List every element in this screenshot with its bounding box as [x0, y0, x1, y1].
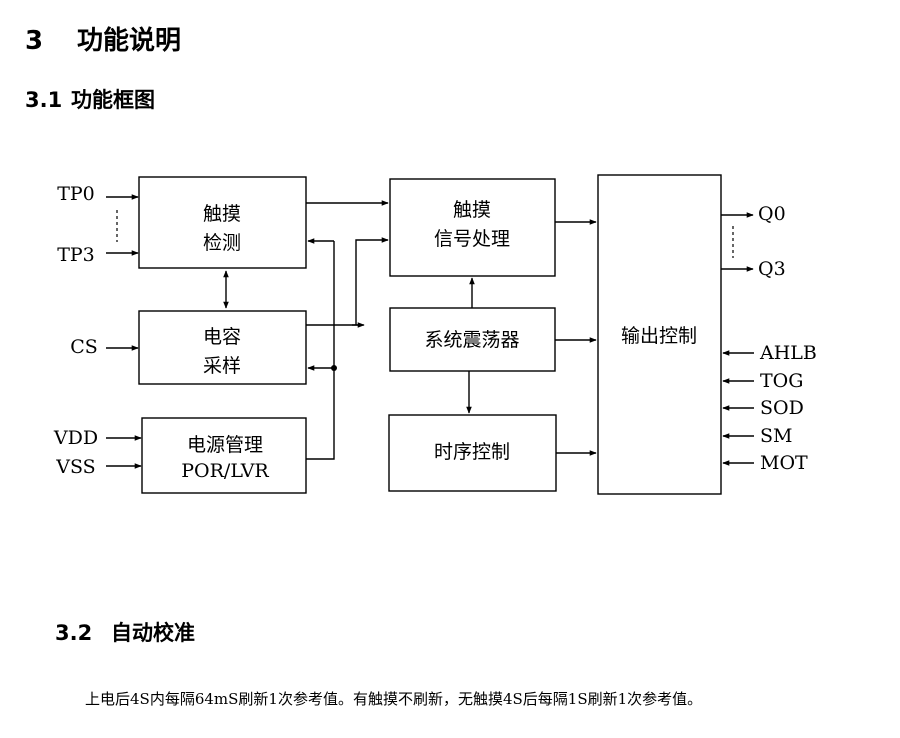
bus-power	[306, 241, 335, 460]
signal-tp0: TP0	[57, 183, 95, 205]
section-3-2-heading: 3.2 自动校准	[55, 617, 195, 647]
signal-sm: SM	[760, 425, 792, 447]
calibration-paragraph: 上电后4S内每隔64mS刷新1次参考值。有触摸不刷新，无触摸4S后每隔1S刷新1…	[85, 690, 703, 708]
oscillator-block	[389, 307, 556, 372]
output-ctrl-label: 输出控制	[621, 325, 697, 347]
touch-detect-block	[138, 176, 307, 269]
oscillator-label: 系统震荡器	[424, 329, 519, 351]
signal-proc-block	[389, 178, 556, 277]
line-sample-signal	[355, 237, 389, 325]
signal-proc-label-1: 触摸	[453, 199, 491, 221]
timing-label: 时序控制	[434, 441, 510, 463]
signal-vss: VSS	[55, 456, 95, 478]
power-mgmt-block	[141, 417, 307, 494]
power-mgmt-label-1: 电源管理	[187, 434, 263, 456]
signal-ahlb: AHLB	[759, 342, 817, 364]
section-number: 3.1	[25, 88, 63, 112]
touch-detect-label-2: 检测	[203, 232, 241, 254]
cap-sample-label-1: 电容	[203, 326, 241, 348]
touch-detect-label-1: 触摸	[203, 203, 241, 225]
section-3-1-heading: 3.1 功能框图	[25, 84, 155, 114]
section-title: 功能说明	[77, 26, 182, 56]
signal-cs: CS	[70, 336, 98, 358]
signal-mot: MOT	[760, 452, 808, 474]
power-mgmt-label-2: POR/LVR	[181, 460, 269, 482]
section-number: 3.2	[55, 621, 93, 645]
signal-proc-label-2: 信号处理	[434, 228, 510, 250]
cap-sample-block	[138, 310, 307, 385]
signal-sod: SOD	[760, 397, 804, 419]
signal-vdd: VDD	[53, 427, 98, 449]
signal-q3: Q3	[758, 258, 786, 280]
cap-sample-label-2: 采样	[203, 355, 241, 377]
signal-q0: Q0	[758, 203, 786, 225]
signal-tp3: TP3	[57, 244, 95, 266]
section-title: 功能框图	[71, 88, 155, 112]
section-number: 3	[25, 26, 44, 56]
signal-tog: TOG	[760, 370, 803, 392]
timing-block	[388, 414, 557, 492]
section-3-heading: 3 功能说明	[25, 20, 181, 57]
section-title: 自动校准	[111, 621, 195, 645]
output-ctrl-block	[597, 174, 722, 495]
